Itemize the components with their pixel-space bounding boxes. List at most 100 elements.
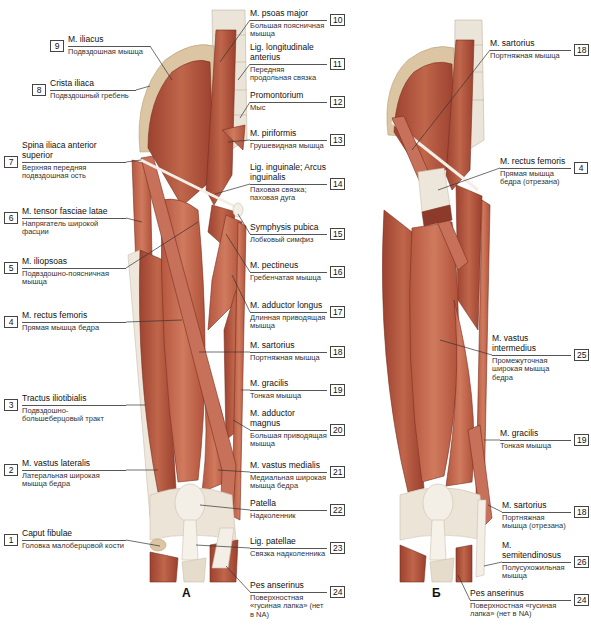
callout-number-box: 16	[330, 266, 345, 278]
callout-number: 18	[577, 45, 586, 55]
callout-number: 24	[333, 587, 342, 597]
russian-term: Поверхностная «гусиная лапка» (нет в NA)	[470, 602, 571, 619]
callout-number-box: 26	[574, 556, 589, 568]
callout-number-box: 20	[330, 424, 345, 436]
callout-number-box: 18	[574, 44, 589, 56]
callout-number: 6	[9, 213, 14, 223]
russian-term: Портняжная мышца	[490, 52, 571, 60]
latin-term: Symphysis pubica	[250, 223, 327, 235]
russian-term: Полусухожильная мышца	[502, 564, 571, 581]
callout-number: 7	[9, 157, 14, 167]
callout-number-box: 2	[4, 464, 18, 476]
russian-term: Передняя продольная связка	[250, 66, 327, 83]
callout-number-box: 7	[4, 156, 18, 168]
latin-term: M. iliacus	[68, 35, 150, 47]
callout-number-box: 10	[330, 14, 345, 26]
callout-number-box: 22	[330, 504, 345, 516]
latin-term: M. tensor fasciae latae	[22, 207, 126, 219]
russian-term: Лобковый симфиз	[250, 236, 327, 244]
leader-lines	[126, 20, 502, 600]
russian-term: Мыс	[250, 104, 327, 112]
callout-number-box: 17	[330, 306, 345, 318]
russian-term: Связка надколенника	[250, 550, 327, 558]
callout-number-box: 4	[4, 316, 18, 328]
callout-number: 3	[9, 400, 14, 410]
callout-number: 16	[333, 267, 342, 277]
russian-term: Большая приводящая мышца	[250, 432, 327, 449]
callout-number-box: 5	[4, 262, 18, 274]
latin-term: M. pectineus	[250, 261, 327, 273]
latin-term: M. piriformis	[250, 129, 327, 141]
callout-number: 8	[37, 85, 42, 95]
callout-number: 14	[333, 179, 342, 189]
callout-number: 23	[333, 543, 342, 553]
callout-number-box: 23	[330, 542, 345, 554]
callout-number: 21	[333, 467, 342, 477]
latin-term: Tractus iliotibialis	[22, 394, 126, 406]
russian-term: Паховая связка; паховая дуга	[250, 186, 327, 203]
latin-term: Pes anserinus	[250, 581, 327, 593]
russian-term: Портняжная мышца	[250, 354, 327, 362]
callout-number: 1	[9, 535, 14, 545]
russian-term: Верхняя передняя подвздошная ость	[22, 164, 126, 181]
latin-term: M. gracilis	[500, 429, 571, 441]
latin-term: Promontorium	[250, 91, 327, 103]
russian-term: Грушевидная мышца	[250, 142, 327, 150]
callout-number-box: 25	[574, 349, 589, 361]
latin-term: M. sartorius	[490, 39, 571, 51]
callout-number: 11	[333, 59, 342, 69]
russian-term: Подвздошная мышца	[68, 48, 150, 56]
callout-number: 26	[577, 557, 586, 567]
callout-number: 19	[577, 435, 586, 445]
latin-term: Caput fibulae	[22, 529, 126, 541]
latin-term: Lig. inguinale; Arcus inguinalis	[250, 163, 327, 185]
russian-term: Подвздошный гребень	[50, 92, 136, 100]
latin-term: M. iliopsoas	[22, 257, 126, 269]
callout-number-box: 8	[32, 84, 46, 96]
callout-number-box: 19	[574, 434, 589, 446]
callout-number: 10	[333, 15, 342, 25]
russian-term: Гребенчатая мышца	[250, 274, 327, 282]
callout-number-box: 18	[330, 346, 345, 358]
latin-term: Lig. patellae	[250, 537, 327, 549]
russian-term: Тонкая мышца	[250, 392, 327, 400]
callout-number: 4	[9, 317, 14, 327]
russian-term: Тонкая мышца	[500, 442, 571, 450]
callout-number: 25	[577, 350, 586, 360]
callout-number-box: 9	[50, 40, 64, 52]
callout-number-box: 19	[330, 384, 345, 396]
callout-number-box: 12	[330, 96, 345, 108]
latin-term: M. gracilis	[250, 379, 327, 391]
panel-letter: Б	[432, 586, 441, 600]
russian-term: Медиальная широкая мышца бедра	[250, 474, 327, 491]
latin-term: M. rectus femoris	[22, 311, 126, 323]
callout-number: 17	[333, 307, 342, 317]
russian-term: Головка малоберцовой кости	[22, 542, 126, 550]
callout-number-box: 24	[330, 586, 345, 598]
latin-term: M. adductor magnus	[250, 409, 327, 431]
callout-number: 9	[55, 41, 60, 51]
callout-number: 20	[333, 425, 342, 435]
latin-term: M. sartorius	[502, 501, 571, 513]
callout-number-box: 18	[574, 506, 589, 518]
russian-term: Прямая мышца бедра (отрезана)	[500, 170, 571, 187]
callout-number: 5	[9, 263, 14, 273]
russian-term: Подвздошно-поясничная мышца	[22, 270, 126, 287]
latin-term: Patella	[250, 499, 327, 511]
callout-number: 18	[333, 347, 342, 357]
callout-number: 15	[333, 229, 342, 239]
russian-term: Промежуточная широкая мышца бедра	[492, 357, 571, 382]
callout-number-box: 6	[4, 212, 18, 224]
callout-number: 18	[577, 507, 586, 517]
latin-term: Spina iliaca anterior superior	[22, 141, 126, 163]
callout-number-box: 24	[574, 594, 589, 606]
callout-number: 12	[333, 97, 342, 107]
callout-number: 2	[9, 465, 14, 475]
callout-number-box: 21	[330, 466, 345, 478]
russian-term: Поверхностная «гусиная лапка» (нет в NA)	[250, 594, 327, 619]
callout-number: 24	[577, 595, 586, 605]
callout-number-box: 15	[330, 228, 345, 240]
latin-term: M. psoas major	[250, 9, 327, 21]
callout-number-box: 3	[4, 399, 18, 411]
